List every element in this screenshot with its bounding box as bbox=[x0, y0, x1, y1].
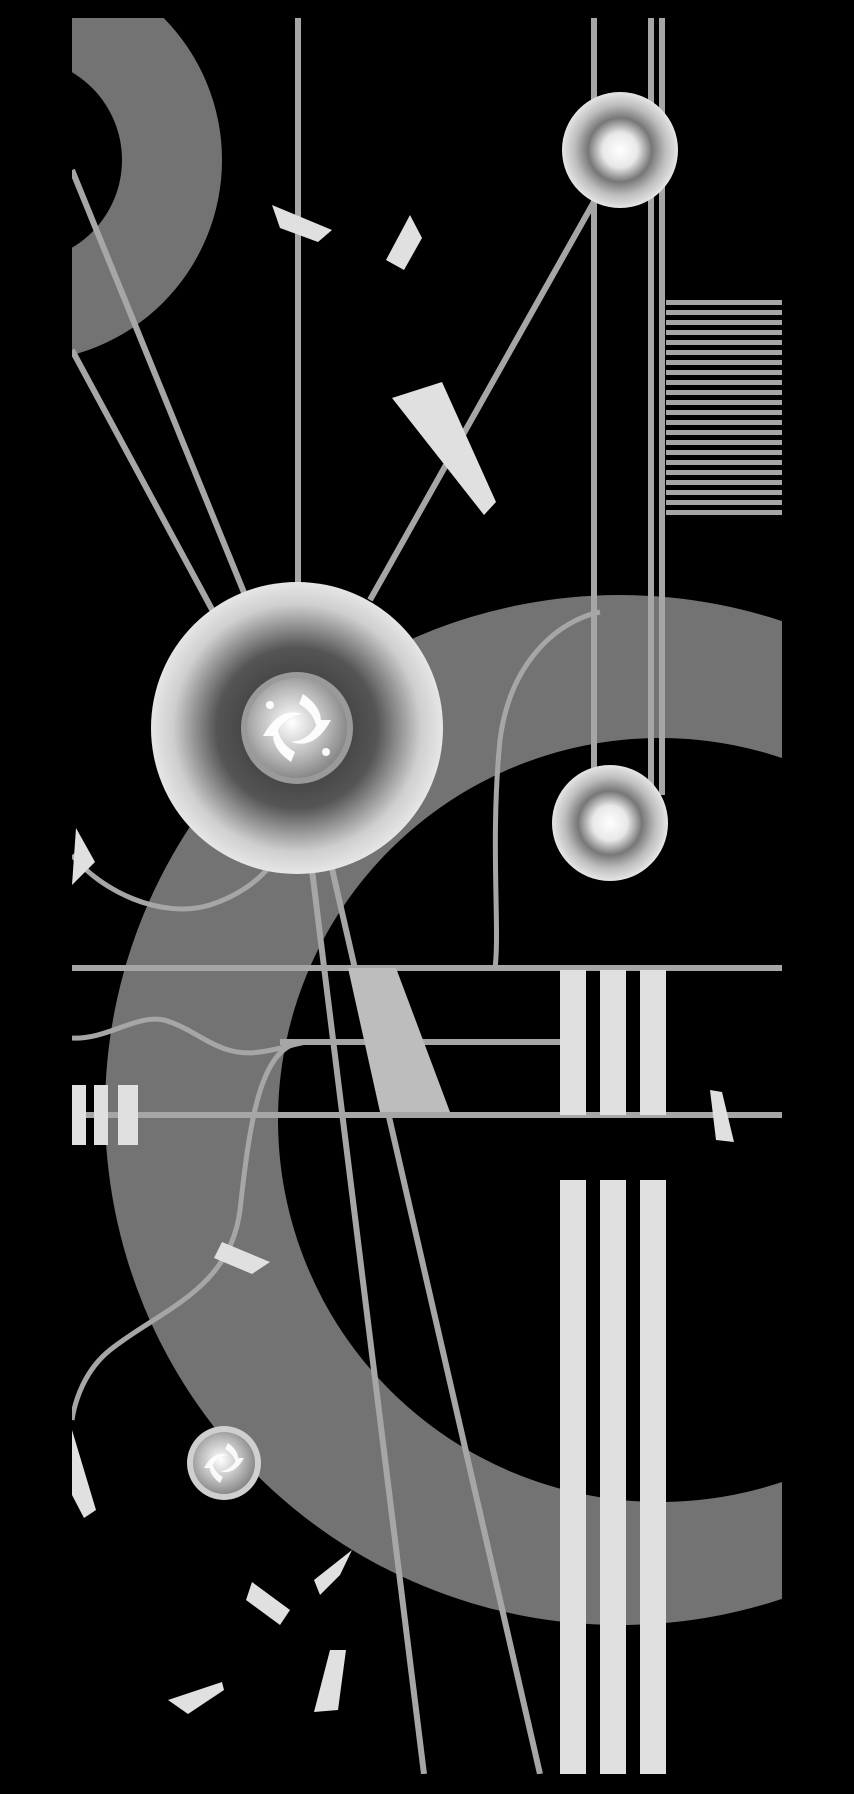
comb-stripe bbox=[666, 470, 782, 475]
comb-stripe bbox=[666, 440, 782, 445]
shards bbox=[72, 205, 734, 1714]
comb-stripe bbox=[666, 480, 782, 485]
comb-stripe bbox=[666, 370, 782, 375]
big-orb bbox=[151, 582, 443, 874]
comb-stripe bbox=[666, 410, 782, 415]
swirl-icon bbox=[263, 694, 331, 762]
white-bars bbox=[72, 970, 666, 1774]
comb-stripe bbox=[666, 340, 782, 345]
middle-right-orb bbox=[552, 765, 668, 881]
comb-stripe bbox=[666, 500, 782, 505]
comb-stripe bbox=[666, 390, 782, 395]
comb-stripe bbox=[666, 350, 782, 355]
small-swirl-icon bbox=[204, 1443, 244, 1483]
comb-stripe bbox=[666, 490, 782, 495]
top-left-arc bbox=[72, 18, 222, 356]
comb-stripe bbox=[666, 300, 782, 305]
comb-stripe bbox=[666, 320, 782, 325]
small-orb bbox=[187, 1426, 261, 1500]
comb-stripe bbox=[666, 380, 782, 385]
comb-stripe bbox=[666, 450, 782, 455]
top-right-orb bbox=[562, 92, 678, 208]
comb-stripe bbox=[666, 330, 782, 335]
comb-stripe bbox=[666, 310, 782, 315]
comb-stripe bbox=[666, 420, 782, 425]
comb-stripe bbox=[666, 400, 782, 405]
comb-block bbox=[666, 300, 782, 520]
comb-stripe bbox=[666, 430, 782, 435]
comb-stripe bbox=[666, 360, 782, 365]
comb-stripe bbox=[666, 460, 782, 465]
comb-stripe bbox=[666, 510, 782, 515]
